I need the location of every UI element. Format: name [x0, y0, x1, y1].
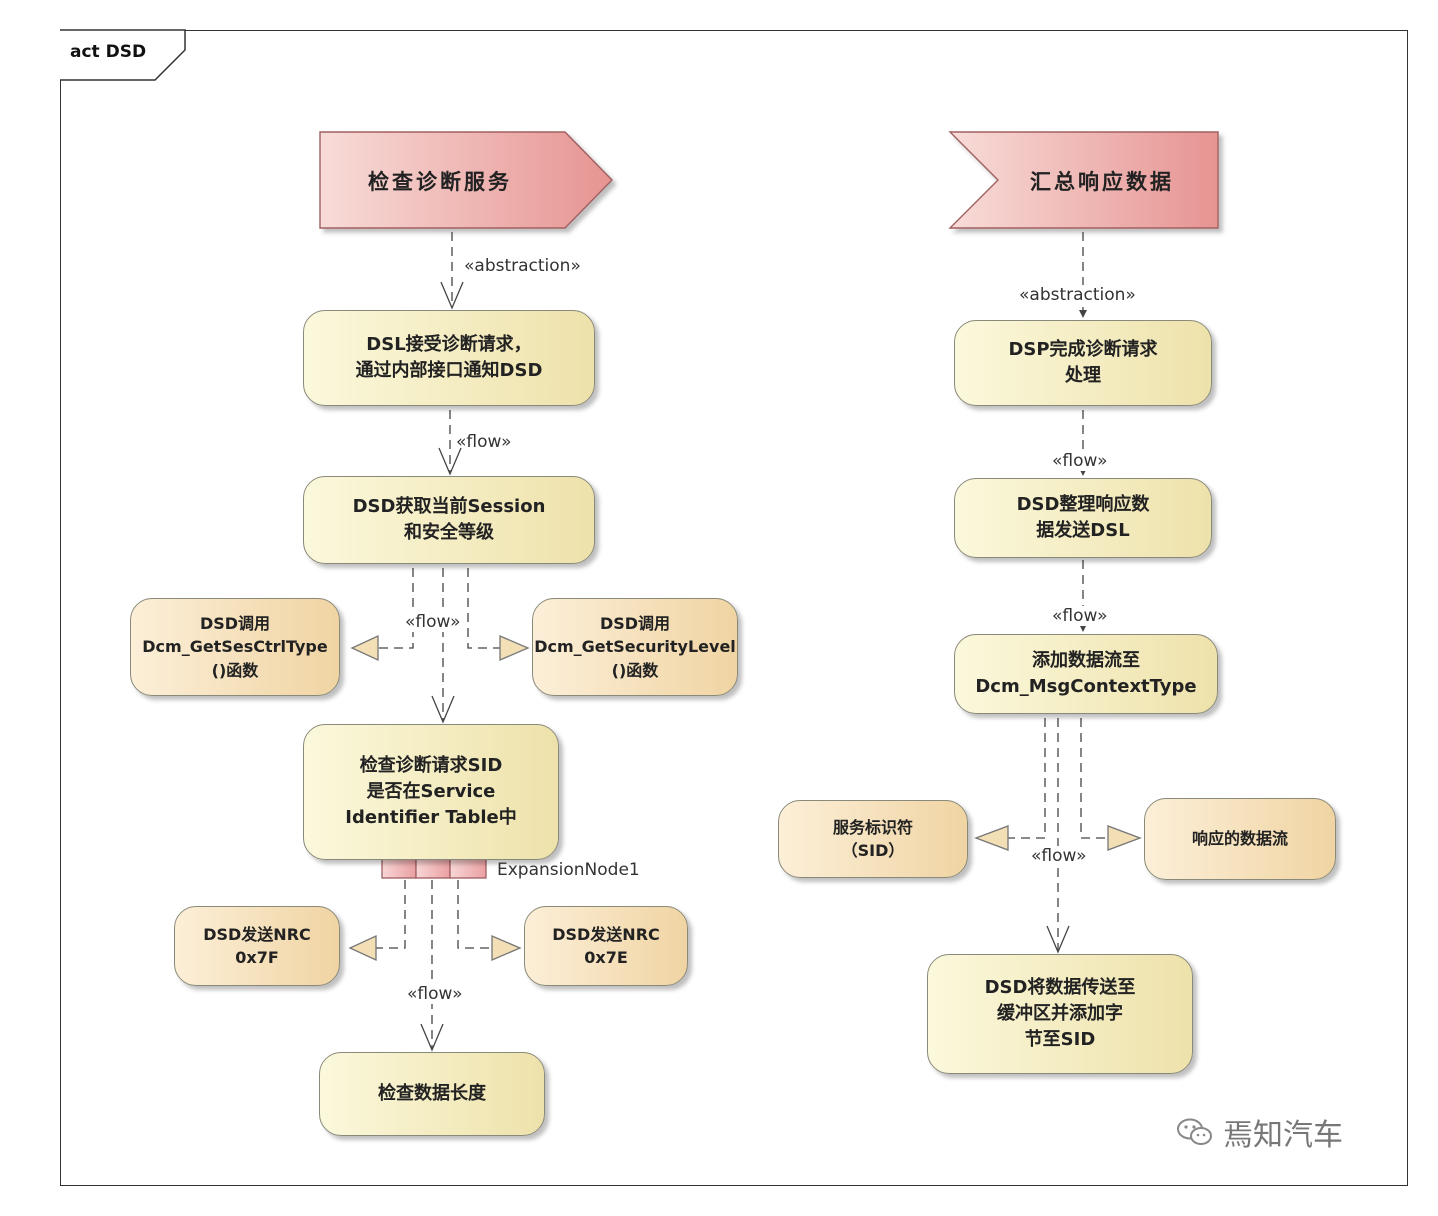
label-flow-1: «flow» [456, 432, 512, 452]
action-dsd-call-security[interactable]: DSD调用 Dcm_GetSecurityLevel ()函数 [532, 598, 738, 696]
branch-edge-7e [457, 880, 492, 949]
wechat-icon [1177, 1118, 1212, 1145]
action-dsd-get-session[interactable]: DSD获取当前Session 和安全等级 [303, 476, 595, 564]
receive-signal-shape [948, 131, 1219, 229]
label-flow-r1: «flow» [1051, 451, 1109, 471]
label-flow-3: «flow» [406, 984, 464, 1004]
receive-signal-label: 汇总响应数据 [1030, 170, 1174, 194]
action-nrc-7f[interactable]: DSD发送NRC 0x7F [174, 906, 340, 986]
branch-edge-stream [1080, 718, 1110, 839]
watermark-text: 焉知汽车 [1223, 1118, 1343, 1153]
action-nrc-7e[interactable]: DSD发送NRC 0x7E [524, 906, 688, 986]
label-flow-r2: «flow» [1051, 606, 1109, 626]
branch-edge-sesctrl [352, 568, 414, 649]
arrowhead-flow-3 [420, 1023, 444, 1052]
branch-edge-7f [350, 880, 406, 949]
send-signal-shape [319, 131, 613, 229]
branch-edge-security [467, 568, 500, 649]
arrowhead-sid [974, 825, 1009, 851]
arrowhead-abstraction-left [440, 281, 464, 310]
action-add-stream[interactable]: 添加数据流至 Dcm_MsgContextType [954, 634, 1218, 714]
watermark: 焉知汽车 [1175, 1110, 1343, 1154]
label-flow-2: «flow» [404, 612, 462, 632]
action-check-sid[interactable]: 检查诊断请求SID 是否在Service Identifier Table中 [303, 724, 559, 860]
arrowhead-security [499, 635, 530, 661]
action-dsl-accept[interactable]: DSL接受诊断请求， 通过内部接口通知DSD [303, 310, 595, 406]
action-dsd-call-sesctrl[interactable]: DSD调用 Dcm_GetSesCtrlType ()函数 [130, 598, 340, 696]
arrowhead-flow-r3 [1046, 925, 1070, 954]
arrowhead-7e [491, 935, 522, 961]
frame-tab [60, 29, 186, 81]
arrowhead-flow-2 [431, 695, 455, 724]
action-check-length[interactable]: 检查数据长度 [319, 1052, 545, 1136]
label-expansion-node: ExpansionNode1 [497, 860, 640, 880]
action-dsd-arrange[interactable]: DSD整理响应数 据发送DSL [954, 478, 1212, 558]
label-abstraction-right: «abstraction» [1018, 285, 1137, 305]
action-dsp-complete[interactable]: DSP完成诊断请求 处理 [954, 320, 1212, 406]
arrowhead-sesctrl [350, 634, 379, 662]
send-signal-label: 检查诊断服务 [368, 170, 512, 194]
arrowhead-flow-1 [438, 447, 462, 476]
label-abstraction-left: «abstraction» [464, 256, 581, 276]
action-dsd-transfer[interactable]: DSD将数据传送至 缓冲区并添加字 节至SID [927, 954, 1193, 1074]
frame-name: act DSD [70, 42, 147, 62]
arrowhead-7f [348, 934, 377, 962]
action-response-stream[interactable]: 响应的数据流 [1144, 798, 1336, 880]
arrowhead-stream [1107, 825, 1142, 851]
branch-edge-sid [972, 718, 1046, 839]
action-service-id[interactable]: 服务标识符 （SID） [778, 800, 968, 878]
label-flow-r3: «flow» [1030, 846, 1088, 866]
